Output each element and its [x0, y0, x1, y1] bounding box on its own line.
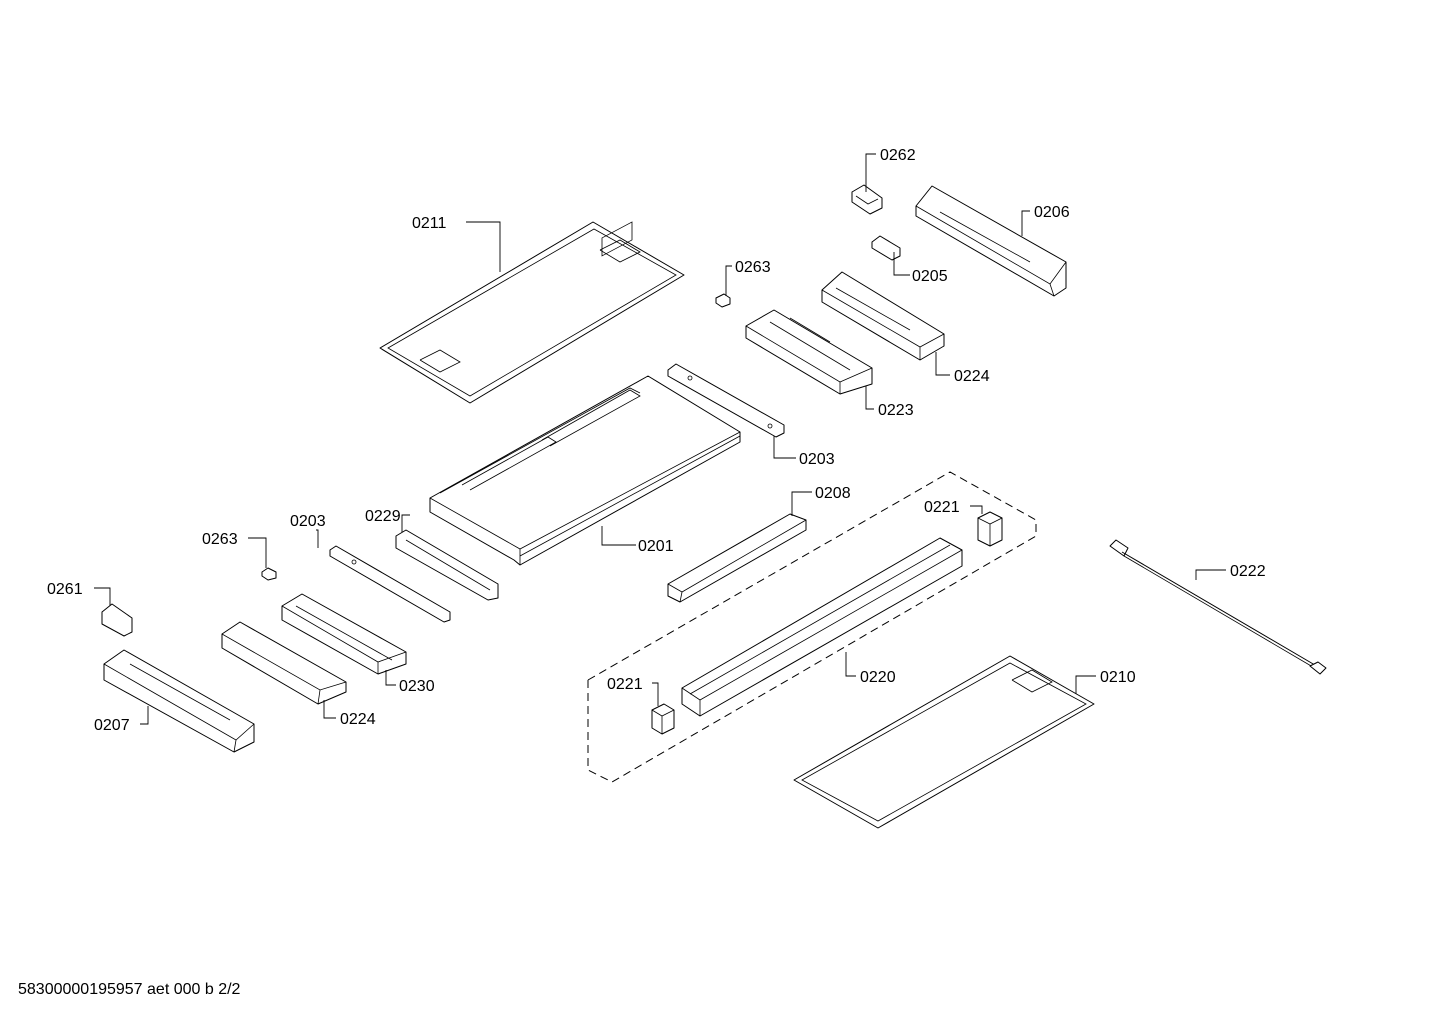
label-0221-left: 0221: [607, 676, 643, 693]
group-outline-0220: [587, 471, 1037, 783]
label-0206: 0206: [1034, 204, 1070, 221]
label-0229: 0229: [365, 508, 401, 525]
label-0224-left: 0224: [340, 711, 376, 728]
part-0203-rail-right: [667, 363, 785, 438]
label-0203-left: 0203: [290, 513, 326, 530]
callout-labels: 0262 0206 0211 0263 0205 0224 0223 0203 …: [47, 147, 1266, 734]
label-0208: 0208: [815, 485, 851, 502]
part-0206-channel: [915, 185, 1067, 297]
part-0208-light-bar: [667, 513, 807, 603]
part-0223-fan-housing: [745, 309, 873, 395]
label-0203-right: 0203: [799, 451, 835, 468]
part-0263-clip-left: [261, 567, 277, 581]
label-0230: 0230: [399, 678, 435, 695]
leader-lines: [94, 153, 1226, 725]
part-0229-rail-bracket: [395, 529, 499, 601]
part-0222-cable: [1109, 539, 1327, 675]
part-0263-clip-top: [715, 293, 731, 308]
label-0262: 0262: [880, 147, 916, 164]
part-0221-end-cap-left: [651, 703, 675, 735]
label-0207: 0207: [94, 717, 130, 734]
part-0210-filter-panel: [793, 655, 1095, 829]
label-0224-top: 0224: [954, 368, 990, 385]
part-0230-fan-housing: [281, 593, 407, 675]
part-0220-housing-bar: [681, 537, 963, 717]
label-0210: 0210: [1100, 669, 1136, 686]
label-0201: 0201: [638, 538, 674, 555]
label-0263-top: 0263: [735, 259, 771, 276]
label-0261: 0261: [47, 581, 83, 598]
part-0221-end-cap-right: [977, 511, 1003, 547]
label-0220: 0220: [860, 669, 896, 686]
part-0211-filter-panel: [379, 221, 685, 404]
label-0221-right: 0221: [924, 499, 960, 516]
label-0211: 0211: [412, 215, 447, 232]
part-0203-rail-left: [329, 545, 451, 623]
label-0263-left: 0263: [202, 531, 238, 548]
part-0224-duct-left: [221, 621, 347, 705]
label-0205: 0205: [912, 268, 948, 285]
part-0205-small-part: [871, 235, 901, 261]
label-0222: 0222: [1230, 563, 1266, 580]
part-0201-main-tray: [429, 375, 741, 566]
label-0223: 0223: [878, 402, 914, 419]
part-0261-bracket: [101, 603, 133, 637]
part-0262-bracket: [851, 184, 883, 215]
part-0224-duct-top: [821, 271, 945, 361]
document-id-footer: 58300000195957 aet 000 b 2/2: [18, 981, 241, 998]
part-0207-channel: [103, 649, 255, 753]
